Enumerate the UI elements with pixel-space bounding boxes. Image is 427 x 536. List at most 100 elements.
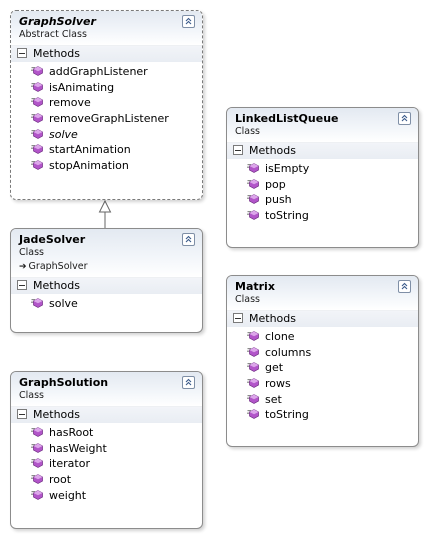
collapse-chevron-icon[interactable] [182, 376, 195, 389]
method-item[interactable]: remove [11, 95, 202, 111]
method-item[interactable]: isAnimating [11, 80, 202, 96]
section-label: Methods [33, 47, 80, 60]
class-jadesolver[interactable]: JadeSolver Class ➔GraphSolver Methods so… [10, 228, 203, 333]
collapse-chevron-icon[interactable] [182, 15, 195, 28]
method-icon [31, 474, 43, 484]
method-icon [31, 298, 43, 308]
class-name: JadeSolver [19, 233, 86, 246]
method-item[interactable]: startAnimation [11, 142, 202, 158]
method-item[interactable]: solve [11, 296, 202, 312]
method-name: iterator [49, 457, 90, 471]
class-name: LinkedListQueue [235, 112, 339, 125]
method-name: solve [49, 127, 78, 141]
method-icon [31, 66, 43, 76]
method-name: solve [49, 297, 78, 310]
class-type: Class [235, 126, 260, 137]
method-name: hasWeight [49, 441, 107, 455]
method-icon [247, 178, 259, 189]
methods-list: solve [11, 294, 202, 316]
method-icon [247, 346, 259, 357]
method-icon [247, 378, 259, 388]
method-name: columns [265, 345, 312, 359]
collapse-minus-icon[interactable] [17, 280, 27, 290]
method-item[interactable]: removeGraphListener [11, 111, 202, 127]
method-name: set [265, 392, 282, 406]
methods-section-header[interactable]: Methods [227, 142, 418, 159]
method-item[interactable]: root [11, 472, 202, 488]
method-item[interactable]: push [227, 192, 418, 208]
method-name: get [265, 361, 284, 375]
method-item[interactable]: columns [227, 345, 418, 361]
method-icon [31, 128, 43, 139]
method-name: stopAnimation [49, 159, 129, 173]
class-name: GraphSolver [19, 15, 96, 28]
method-item[interactable]: clone [227, 329, 418, 345]
method-item[interactable]: hasWeight [11, 441, 202, 457]
method-name: startAnimation [49, 143, 131, 157]
method-item[interactable]: get [227, 360, 418, 376]
method-item[interactable]: addGraphListener [11, 64, 202, 80]
method-item[interactable]: pop [227, 177, 418, 193]
method-icon [247, 362, 259, 373]
methods-section-header[interactable]: Methods [11, 277, 202, 294]
method-name: push [265, 193, 292, 207]
method-item[interactable]: stopAnimation [11, 158, 202, 174]
collapse-minus-icon[interactable] [233, 313, 243, 323]
method-name: remove [49, 96, 91, 110]
method-icon [31, 144, 43, 155]
method-icon [31, 427, 43, 437]
class-matrix[interactable]: Matrix Class Methods clone columns get rows… [226, 275, 419, 447]
method-item[interactable]: hasRoot [11, 425, 202, 441]
method-name: isAnimating [49, 80, 115, 94]
method-icon [31, 458, 43, 469]
collapse-minus-icon[interactable] [17, 48, 27, 58]
collapse-minus-icon[interactable] [233, 145, 243, 155]
method-icon [247, 331, 259, 341]
class-header: Matrix Class [227, 276, 418, 310]
methods-section-header[interactable]: Methods [227, 310, 418, 327]
base-class-name: GraphSolver [28, 261, 88, 272]
method-name: toString [265, 209, 309, 223]
class-header: JadeSolver Class ➔GraphSolver [11, 229, 202, 277]
class-type: Class [235, 294, 260, 305]
methods-section-header[interactable]: Methods [11, 45, 202, 62]
method-icon [247, 163, 259, 173]
method-name: pop [265, 177, 286, 191]
method-name: removeGraphListener [49, 112, 169, 126]
method-icon [247, 210, 259, 220]
class-graphsolver[interactable]: GraphSolver Abstract Class Methods addGr… [10, 10, 203, 200]
collapse-chevron-icon[interactable] [182, 233, 195, 246]
class-name: Matrix [235, 280, 275, 293]
method-item[interactable]: solve [11, 127, 202, 143]
method-name: root [49, 473, 72, 487]
method-item[interactable]: rows [227, 376, 418, 392]
method-name: rows [265, 377, 291, 391]
method-item[interactable]: weight [11, 488, 202, 504]
class-graphsolution[interactable]: GraphSolution Class Methods hasRoot hasWe… [10, 371, 203, 529]
collapse-chevron-icon[interactable] [398, 280, 411, 293]
methods-section-header[interactable]: Methods [11, 406, 202, 423]
method-icon [31, 81, 43, 92]
method-icon [31, 113, 43, 123]
method-item[interactable]: iterator [11, 456, 202, 472]
section-label: Methods [249, 144, 296, 157]
method-item[interactable]: toString [227, 208, 418, 224]
method-name: hasRoot [49, 426, 94, 439]
class-type: Class [19, 247, 44, 258]
method-item[interactable]: set [227, 392, 418, 408]
collapse-minus-icon[interactable] [17, 409, 27, 419]
method-item[interactable]: isEmpty [227, 161, 418, 177]
method-icon [247, 393, 259, 404]
method-item[interactable]: toString [227, 407, 418, 423]
method-name: toString [265, 408, 309, 422]
method-icon [31, 97, 43, 108]
class-header: GraphSolution Class [11, 372, 202, 406]
collapse-chevron-icon[interactable] [398, 112, 411, 125]
method-name: clone [265, 330, 295, 343]
